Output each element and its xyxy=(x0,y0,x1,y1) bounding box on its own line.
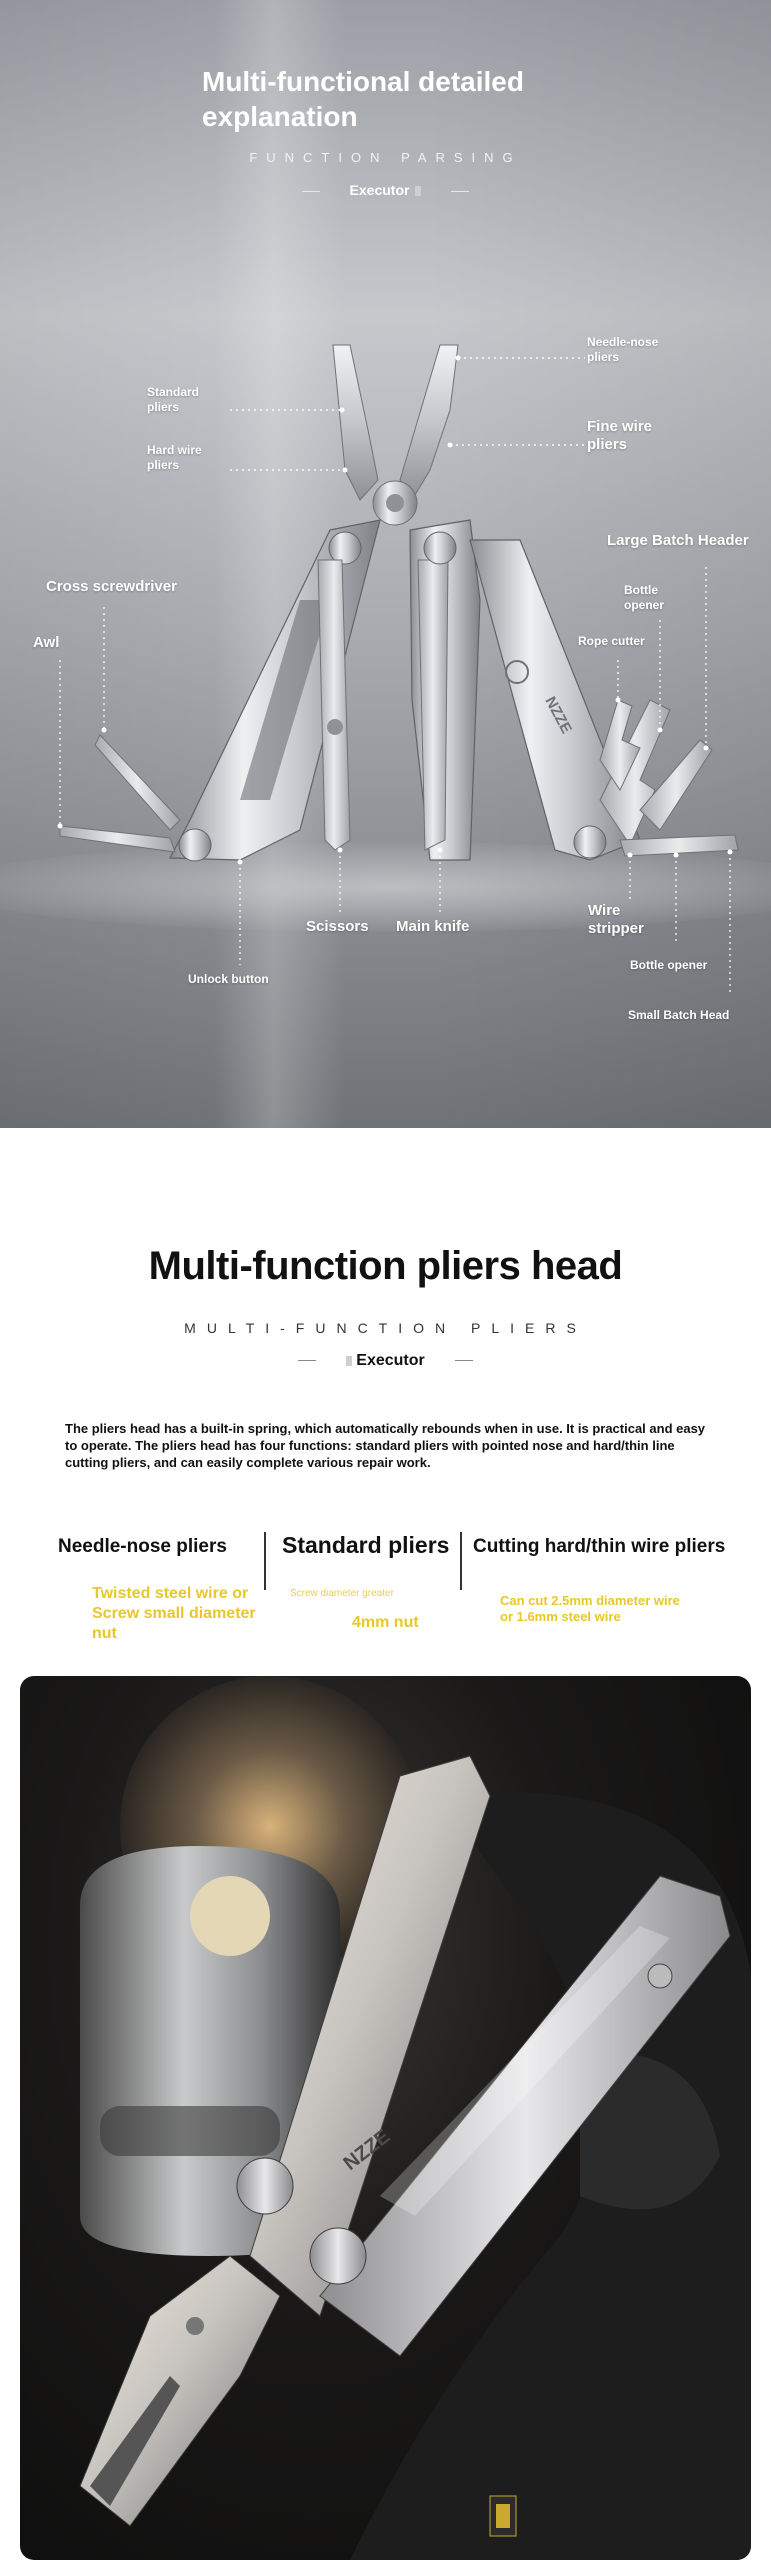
left-handle-pivot-bottom xyxy=(178,828,212,862)
label-small-batch-head: Small Batch Head xyxy=(628,1008,730,1022)
label-standard-pliers: Standard pliers xyxy=(147,385,200,414)
photo-tool-handle-left xyxy=(249,1755,491,2317)
photo-pivot-2 xyxy=(309,2227,367,2285)
canister-valve xyxy=(190,1876,270,1956)
label-cross-screwdriver: Cross screwdriver xyxy=(46,578,177,595)
display-stage xyxy=(0,842,771,932)
feature-needle-nose-note: Twisted steel wire or Screw small diamet… xyxy=(92,1585,256,1642)
label-scissors: Scissors xyxy=(306,918,369,935)
left-handle-pivot-top xyxy=(328,531,362,565)
feature-needle-nose-title: Needle-nose pliers xyxy=(58,1536,227,1557)
section1-subtitle: FUNCTION PARSING xyxy=(249,150,522,165)
label-main-knife: Main knife xyxy=(396,918,470,935)
section2-executor-label: Executor xyxy=(356,1352,425,1369)
large-batch-tool xyxy=(639,739,713,831)
feature-separator-1 xyxy=(264,1532,266,1590)
small-batch-tool xyxy=(619,834,739,857)
product-photo-illustration: NZZE xyxy=(79,1676,751,2560)
awl-tool xyxy=(59,825,176,853)
multitool-illustration: NZZE xyxy=(57,344,739,995)
feature-standard-note-small: Screw diameter greater xyxy=(290,1588,394,1599)
pliers-head-description: The pliers head has a built-in spring, w… xyxy=(65,1421,706,1470)
feature-standard-note: 4mm nut xyxy=(352,1614,419,1631)
label-fine-wire-pliers: Fine wire pliers xyxy=(587,418,653,453)
label-wire-stripper: Wire stripper xyxy=(588,902,644,937)
label-rope-cutter: Rope cutter xyxy=(578,634,645,648)
section2-executor: Executor xyxy=(0,1352,771,1370)
label-bottle-opener-top: Bottle opener xyxy=(624,583,665,612)
pliers-head-section: Multi-function pliers head MULTI-FUNCTIO… xyxy=(0,1128,771,2560)
logo-medallion xyxy=(505,660,529,684)
label-needle-nose-pliers: Needle-nose pliers xyxy=(587,335,659,364)
feature-cutting-note: Can cut 2.5mm diameter wire or 1.6mm ste… xyxy=(500,1593,680,1624)
section1-title: Multi-functional detailed explanation xyxy=(202,66,524,132)
right-handle xyxy=(469,539,641,861)
label-bottle-opener-bottom: Bottle opener xyxy=(630,958,708,972)
right-handle-pivot-bottom xyxy=(573,825,607,859)
feature-separator-2 xyxy=(460,1532,462,1590)
section2-title: Multi-function pliers head xyxy=(148,1244,623,1288)
right-handle-pivot xyxy=(423,531,457,565)
photo-tool-handle-right xyxy=(319,1875,731,2357)
screwdriver-tool xyxy=(94,734,181,831)
scissors-blade xyxy=(317,559,351,851)
plier-jaw-left xyxy=(332,344,379,501)
function-parsing-section: Multi-functional detailed explanation FU… xyxy=(0,0,771,1128)
section2-subtitle: MULTI-FUNCTION PLIERS xyxy=(184,1320,587,1336)
label-hard-wire-pliers: Hard wire pliers xyxy=(147,443,202,472)
section1-executor-label: Executor xyxy=(349,182,410,198)
plier-jaw-right xyxy=(399,344,459,501)
label-unlock-button: Unlock button xyxy=(188,972,269,986)
main-knife-blade xyxy=(417,559,449,851)
feature-standard-title: Standard pliers xyxy=(282,1532,450,1558)
feature-cutting-title: Cutting hard/thin wire pliers xyxy=(473,1536,726,1557)
section1-executor: Executor xyxy=(0,182,771,198)
product-photo: NZZE xyxy=(20,1676,751,2560)
label-awl: Awl xyxy=(33,634,60,651)
label-large-batch-header: Large Batch Header xyxy=(607,532,749,549)
photo-pivot-1 xyxy=(236,2157,294,2215)
